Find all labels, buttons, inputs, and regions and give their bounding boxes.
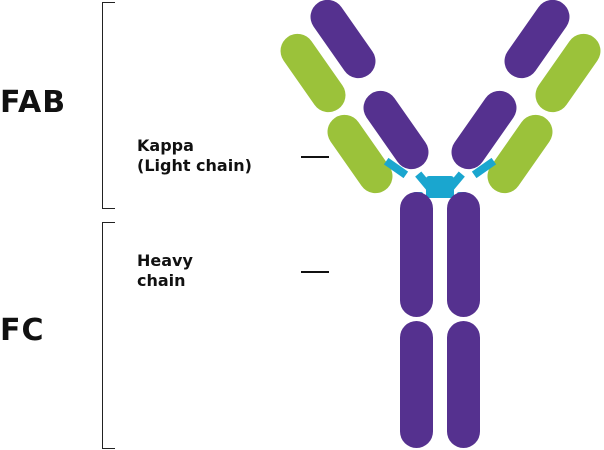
- left-fc-upper-segment: [400, 192, 433, 317]
- right-light-chain: [487, 33, 601, 194]
- hinge-left-link: [415, 171, 433, 191]
- right-fc-lower-segment: [447, 321, 480, 448]
- hinge-center-block: [426, 176, 454, 198]
- kappa-label: Kappa (Light chain): [137, 136, 252, 176]
- left-light-chain-upper-segment: [280, 33, 346, 113]
- right-fc-upper-segment: [447, 192, 480, 317]
- left-fc-heavy-chain: [400, 192, 433, 448]
- left-heavy-arm-upper-segment: [310, 0, 376, 79]
- left-heavy-chain-arm: [310, 0, 429, 170]
- light-heavy-bonds: [383, 157, 497, 179]
- kappa-label-line2: (Light chain): [137, 156, 252, 175]
- right-light-chain-upper-segment: [535, 33, 601, 113]
- heavy-chain-label-line1: Heavy: [137, 251, 193, 270]
- right-heavy-chain-arm: [451, 0, 570, 170]
- right-light-chain-lower-segment: [487, 114, 553, 194]
- left-light-chain-lower-segment: [327, 114, 393, 194]
- fab-region-label: FAB: [0, 85, 67, 120]
- heavy-chain-label-line2: chain: [137, 271, 186, 290]
- left-heavy-arm-lower-segment: [363, 90, 429, 170]
- left-light-chain: [280, 33, 393, 194]
- fc-bracket: [102, 222, 115, 449]
- right-heavy-arm-upper-segment: [504, 0, 570, 79]
- kappa-pointer-line: [301, 156, 329, 158]
- hinge-right-link: [447, 171, 465, 191]
- kappa-label-line1: Kappa: [137, 136, 194, 155]
- fab-bracket: [102, 2, 115, 209]
- left-fc-lower-segment: [400, 321, 433, 448]
- right-heavy-arm-lower-segment: [451, 90, 517, 170]
- left-light-heavy-bond: [383, 157, 409, 179]
- heavy-chain-pointer-line: [301, 271, 329, 273]
- right-fc-heavy-chain: [447, 192, 480, 448]
- fc-region-label: FC: [0, 313, 45, 348]
- heavy-chain-label: Heavy chain: [137, 251, 193, 291]
- right-light-heavy-bond: [471, 157, 497, 179]
